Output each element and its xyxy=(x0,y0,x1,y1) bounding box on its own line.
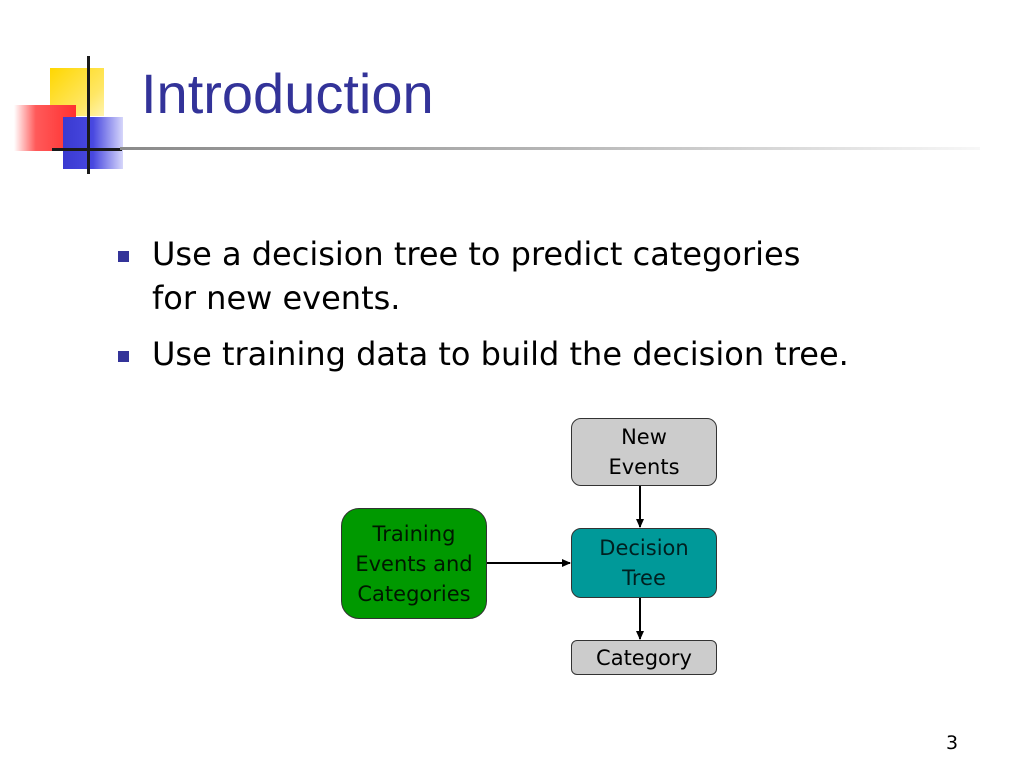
title-divider xyxy=(120,147,980,150)
page-number: 3 xyxy=(946,732,959,754)
node-training-data: Training Events and Categories xyxy=(341,508,487,619)
bullet-item: Use training data to build the decision … xyxy=(112,332,932,376)
slide-title: Introduction xyxy=(141,62,434,125)
bullet-list: Use a decision tree to predict categorie… xyxy=(112,232,932,388)
logo-horizontal-line xyxy=(52,148,122,151)
node-decision-tree: Decision Tree xyxy=(571,528,717,598)
node-category-label: Category xyxy=(596,645,692,670)
bullet-square-icon xyxy=(118,351,129,362)
slide-logo xyxy=(0,0,160,180)
logo-blue-square xyxy=(63,117,123,169)
bullet-item: Use a decision tree to predict categorie… xyxy=(112,232,932,320)
logo-vertical-line xyxy=(87,56,90,174)
node-category: Category xyxy=(571,640,717,675)
bullet-text: Use training data to build the decision … xyxy=(152,335,849,373)
bullet-text: Use a decision tree to predict categorie… xyxy=(152,235,801,317)
bullet-square-icon xyxy=(118,251,129,262)
node-decision-tree-label: Decision Tree xyxy=(599,536,689,590)
node-new-events-label: New Events xyxy=(608,425,680,479)
node-training-data-label: Training Events and Categories xyxy=(355,521,473,606)
node-new-events: New Events xyxy=(571,418,717,486)
